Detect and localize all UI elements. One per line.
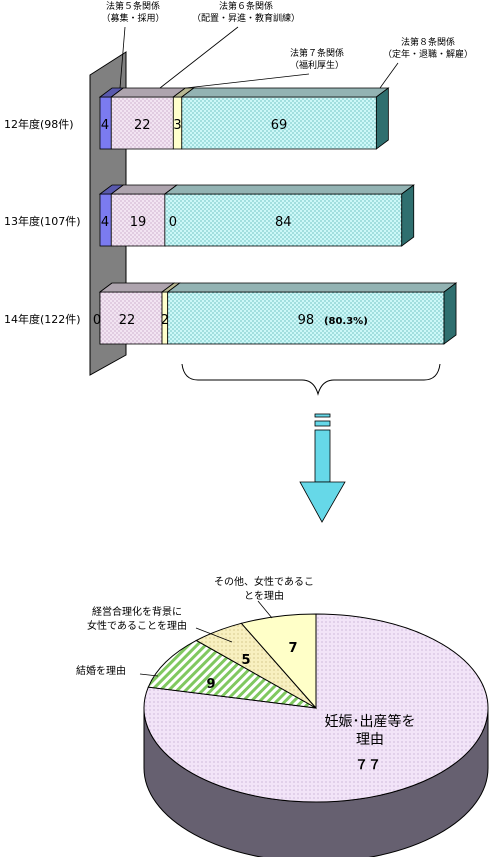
value-label: 0: [169, 215, 177, 230]
slice-value-label: ７７: [355, 758, 381, 773]
pie-leader-line: [257, 600, 273, 619]
leader-line: [185, 73, 310, 89]
value-label: 84: [275, 215, 292, 230]
series-label: 法第５条関係: [106, 0, 160, 12]
value-label: 19: [130, 215, 147, 230]
value-label: 69: [271, 118, 288, 133]
value-label: 0: [93, 313, 101, 328]
bar-segment: [99, 291, 163, 345]
series-label: 法第８条関係: [401, 36, 455, 48]
slice-value-label: 7: [288, 641, 297, 656]
leader-line: [159, 26, 239, 89]
slice-category-label: 理由: [356, 732, 384, 748]
slice-category-label: とを理由: [244, 589, 284, 602]
slice-category-label: 女性であることを理由: [87, 619, 187, 632]
bar-row: 13年度(107件) 4 19 0 84: [4, 184, 415, 247]
category-label: 14年度(122件): [4, 312, 81, 326]
series-label: （配置・昇進・教育訓練）: [192, 12, 300, 24]
series-leader-lines: 法第５条関係（募集・採用） 法第６条関係（配置・昇進・教育訓練） 法第７条関係（福利…: [101, 0, 473, 89]
value-label: 22: [134, 118, 151, 133]
bar-segment-top: [110, 87, 187, 98]
bar-segment-top: [180, 87, 390, 98]
value-label: 3: [173, 118, 181, 133]
pie-slice: [147, 639, 317, 709]
slice-category-label: 結婚を理由: [76, 664, 126, 677]
pie-leader-line: [195, 627, 233, 643]
series-label: （定年・退職・解雇）: [383, 48, 473, 60]
bar-side-face: [375, 87, 389, 150]
category-label: 12年度(98件): [4, 117, 74, 131]
value-label: 98: [298, 313, 315, 328]
category-label: 13年度(107件): [4, 214, 81, 228]
series-label: （福利厚生）: [290, 59, 344, 71]
percentage-annotation: (80.3%): [324, 316, 368, 327]
value-label: 2: [161, 313, 169, 328]
slice-category-label: 経営合理化を背景に: [92, 605, 182, 618]
bar-side-face: [401, 184, 415, 247]
series-label: 法第６条関係: [219, 0, 273, 12]
bar-segment: [164, 193, 403, 247]
bar-segment-top: [166, 282, 458, 293]
bar-row: 12年度(98件) 4 22 3 69: [4, 87, 390, 150]
bracket-brace: [181, 363, 441, 396]
value-label: 4: [101, 215, 109, 230]
bar-segment-top: [163, 184, 415, 195]
slice-value-label: 5: [241, 653, 250, 668]
slice-category-label: 妊娠･出産等を: [325, 713, 416, 730]
series-label: 法第７条関係: [290, 47, 344, 59]
value-label: 22: [119, 313, 136, 328]
value-label: 4: [101, 118, 109, 133]
slice-category-label: その他、女性であるこ: [214, 575, 314, 588]
stacked-bar-chart: 12年度(98件) 4 22 3 69 13年度(107件) 4 19 0 84 14年度(122件…: [4, 87, 458, 345]
pie-leader-line: [139, 673, 159, 677]
leader-line: [119, 26, 126, 89]
bar-segment-top: [98, 282, 176, 293]
pie-slice: [240, 613, 317, 710]
slice-value-label: 9: [206, 677, 215, 692]
bar-side-face: [443, 282, 457, 345]
series-label: （募集・採用）: [101, 12, 164, 24]
leader-line: [379, 62, 399, 89]
down-arrow-icon: [299, 413, 346, 523]
bar-segment: [181, 96, 377, 150]
